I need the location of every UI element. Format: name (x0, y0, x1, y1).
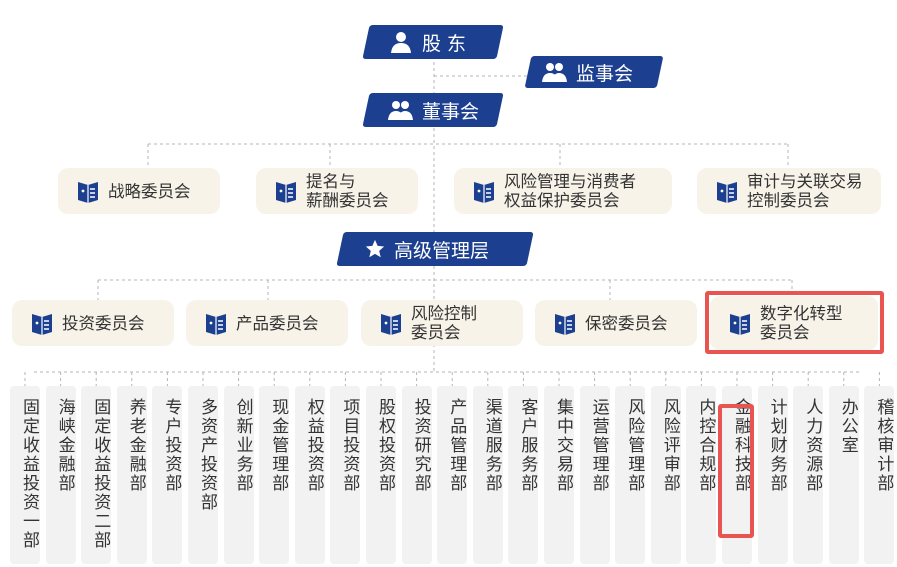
committee-label: 提名与 薪酬委员会 (306, 172, 389, 210)
department-label: 养老金融部 (125, 398, 146, 493)
committee-label: 审计与关联交易 控制委员会 (747, 172, 863, 210)
department-box: 客户服务部 (508, 386, 539, 564)
department-box: 固定收益投资一部 (10, 386, 40, 564)
department-box: 稽核审计部 (864, 386, 895, 564)
mgmt-committee-digital-transformation: 数字化转型 委员会 (710, 296, 878, 350)
department-label: 集中交易部 (553, 398, 573, 493)
department-label: 产品管理部 (446, 398, 467, 493)
book-icon (32, 314, 52, 335)
department-label: 固定收益投资二部 (90, 398, 111, 550)
department-box: 渠道服务部 (472, 386, 503, 564)
department-label: 投资研究部 (410, 398, 431, 493)
department-box: 风险评审部 (650, 386, 681, 564)
department-label: 海峡金融部 (54, 398, 75, 493)
department-box: 风险管理部 (615, 386, 646, 564)
department-box: 股权投资部 (366, 386, 396, 564)
book-icon (381, 314, 401, 335)
department-box: 投资研究部 (401, 386, 432, 564)
senior-management-label: 高级管理层 (394, 239, 490, 262)
department-label: 客户服务部 (517, 398, 538, 493)
book-icon (474, 182, 494, 203)
department-box: 多资产投资部 (188, 386, 218, 564)
department-label: 专户投资部 (161, 398, 182, 493)
senior-management-node: 高级管理层 (336, 232, 534, 266)
department-box: 运营管理部 (579, 386, 610, 564)
shareholders-node: 股 东 (362, 25, 504, 59)
department-label: 办公室 (837, 398, 858, 455)
highlight-box-department (718, 404, 754, 538)
department-label: 创新业务部 (232, 398, 253, 493)
department-label: 稽核审计部 (873, 398, 894, 493)
board-committee-audit: 审计与关联交易 控制委员会 (697, 168, 881, 214)
department-label: 风险评审部 (659, 398, 680, 493)
department-box: 固定收益投资二部 (81, 386, 112, 564)
book-icon (78, 182, 98, 203)
committee-label: 产品委员会 (236, 313, 319, 333)
book-icon (276, 182, 296, 203)
department-box: 集中交易部 (544, 386, 574, 564)
committee-label: 风险控制 委员会 (411, 304, 477, 342)
department-box: 内控合规部 (686, 386, 717, 564)
department-label: 运营管理部 (588, 398, 609, 493)
mgmt-committee-investment: 投资委员会 (12, 300, 174, 346)
committee-label: 投资委员会 (62, 313, 145, 333)
department-label: 风险管理部 (624, 398, 645, 493)
group-icon (388, 101, 413, 120)
department-label: 多资产投资部 (197, 398, 217, 512)
department-box: 权益投资部 (294, 386, 325, 564)
department-box: 项目投资部 (330, 386, 361, 564)
mgmt-committee-product: 产品委员会 (186, 300, 348, 346)
committee-label: 数字化转型 委员会 (760, 304, 843, 342)
supervisors-label: 监事会 (576, 62, 634, 85)
board-label: 董事会 (422, 100, 480, 123)
department-box: 计划财务部 (757, 386, 788, 564)
department-label: 现金管理部 (268, 398, 289, 493)
star-icon (365, 239, 385, 258)
department-box: 办公室 (828, 386, 859, 564)
department-box: 人力资源部 (793, 386, 824, 564)
mgmt-committee-risk-control: 风险控制 委员会 (361, 300, 523, 346)
board-committee-strategy: 战略委员会 (58, 168, 220, 214)
department-label: 固定收益投资一部 (19, 398, 39, 550)
department-box: 专户投资部 (152, 386, 183, 564)
department-label: 人力资源部 (802, 398, 823, 493)
board-node: 董事会 (362, 93, 504, 127)
mgmt-committee-confidentiality: 保密委员会 (535, 300, 697, 346)
group-icon (542, 63, 567, 82)
department-box: 产品管理部 (437, 386, 468, 564)
department-label: 权益投资部 (303, 398, 324, 493)
book-icon (730, 314, 750, 335)
department-label: 渠道服务部 (481, 398, 502, 493)
department-label: 金融科技部 (731, 398, 751, 493)
committee-label: 战略委员会 (108, 181, 191, 201)
committee-label: 保密委员会 (585, 313, 668, 333)
highlight-box-committee (705, 291, 884, 354)
committee-label: 风险管理与消费者 权益保护委员会 (504, 172, 636, 210)
board-committee-nomination: 提名与 薪酬委员会 (256, 168, 418, 214)
board-committee-risk: 风险管理与消费者 权益保护委员会 (454, 168, 672, 214)
person-icon (391, 32, 411, 53)
supervisors-node: 监事会 (524, 56, 664, 88)
department-box: 养老金融部 (116, 386, 147, 564)
department-label: 计划财务部 (766, 398, 787, 493)
shareholders-label: 股 东 (422, 32, 467, 55)
department-label: 股权投资部 (375, 398, 395, 493)
department-label: 项目投资部 (339, 398, 360, 493)
department-box: 创新业务部 (223, 386, 254, 564)
book-icon (717, 182, 737, 203)
department-label: 内控合规部 (695, 398, 716, 493)
book-icon (206, 314, 226, 335)
department-box: 海峡金融部 (45, 386, 76, 564)
department-box: 现金管理部 (259, 386, 290, 564)
book-icon (555, 314, 575, 335)
